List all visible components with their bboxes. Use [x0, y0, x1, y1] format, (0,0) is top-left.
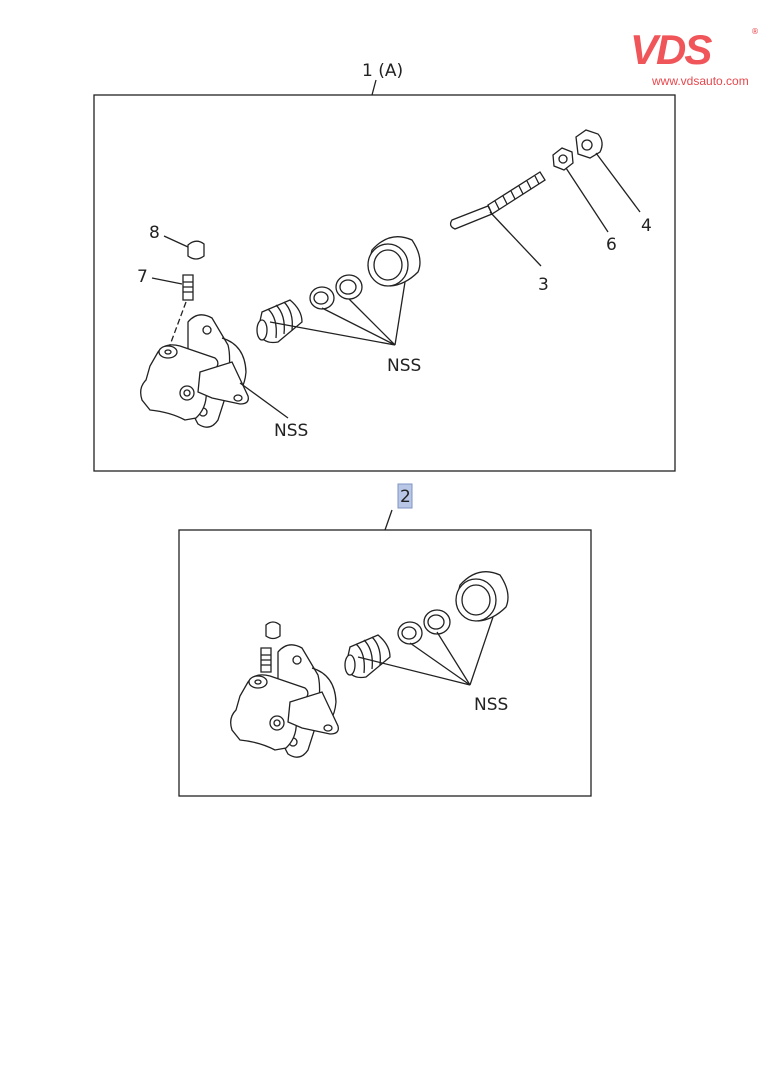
assembly-1-label: 1 (A)	[362, 61, 403, 81]
svg-text:NSS: NSS	[274, 421, 308, 441]
part-3-pushrod: 3	[449, 171, 549, 295]
seal-kit-2	[344, 571, 509, 679]
callout-6: 6	[606, 235, 617, 255]
nss-seals-callout: NSS	[269, 281, 421, 376]
clutch-cylinder-body	[140, 314, 249, 428]
assembly-2-label: 2	[400, 487, 411, 507]
part-8-cap: 8	[149, 223, 205, 260]
clutch-cylinder-body-2	[230, 644, 339, 758]
assembly-2-label-box	[397, 483, 413, 509]
registered-mark: ®	[751, 27, 759, 36]
svg-text:VDS: VDS	[630, 26, 712, 70]
part-7-bleeder: 7	[137, 267, 194, 346]
nss-seals-callout-2: NSS	[357, 616, 508, 715]
callout-7: 7	[137, 267, 148, 287]
nss-body-callout: NSS	[239, 382, 308, 441]
assembly-2-frame	[178, 529, 592, 797]
assembly-1: 1 (A) 8 7 3 6	[93, 61, 676, 472]
svg-text:NSS: NSS	[474, 695, 508, 715]
logo-url: www.vdsauto.com	[652, 74, 749, 88]
bleeder-assembly-2	[260, 621, 281, 673]
assembly-2: 2 NSS	[178, 483, 592, 797]
callout-8: 8	[149, 223, 160, 243]
svg-text:NSS: NSS	[387, 356, 421, 376]
vds-logo-mark: VDS	[630, 26, 714, 70]
seal-kit	[256, 236, 421, 344]
assembly-1-frame	[93, 94, 676, 472]
callout-3: 3	[538, 275, 549, 295]
callout-4: 4	[641, 216, 652, 236]
part-6-nut: 6	[552, 147, 617, 255]
part-4-cap-nut: 4	[575, 129, 652, 236]
